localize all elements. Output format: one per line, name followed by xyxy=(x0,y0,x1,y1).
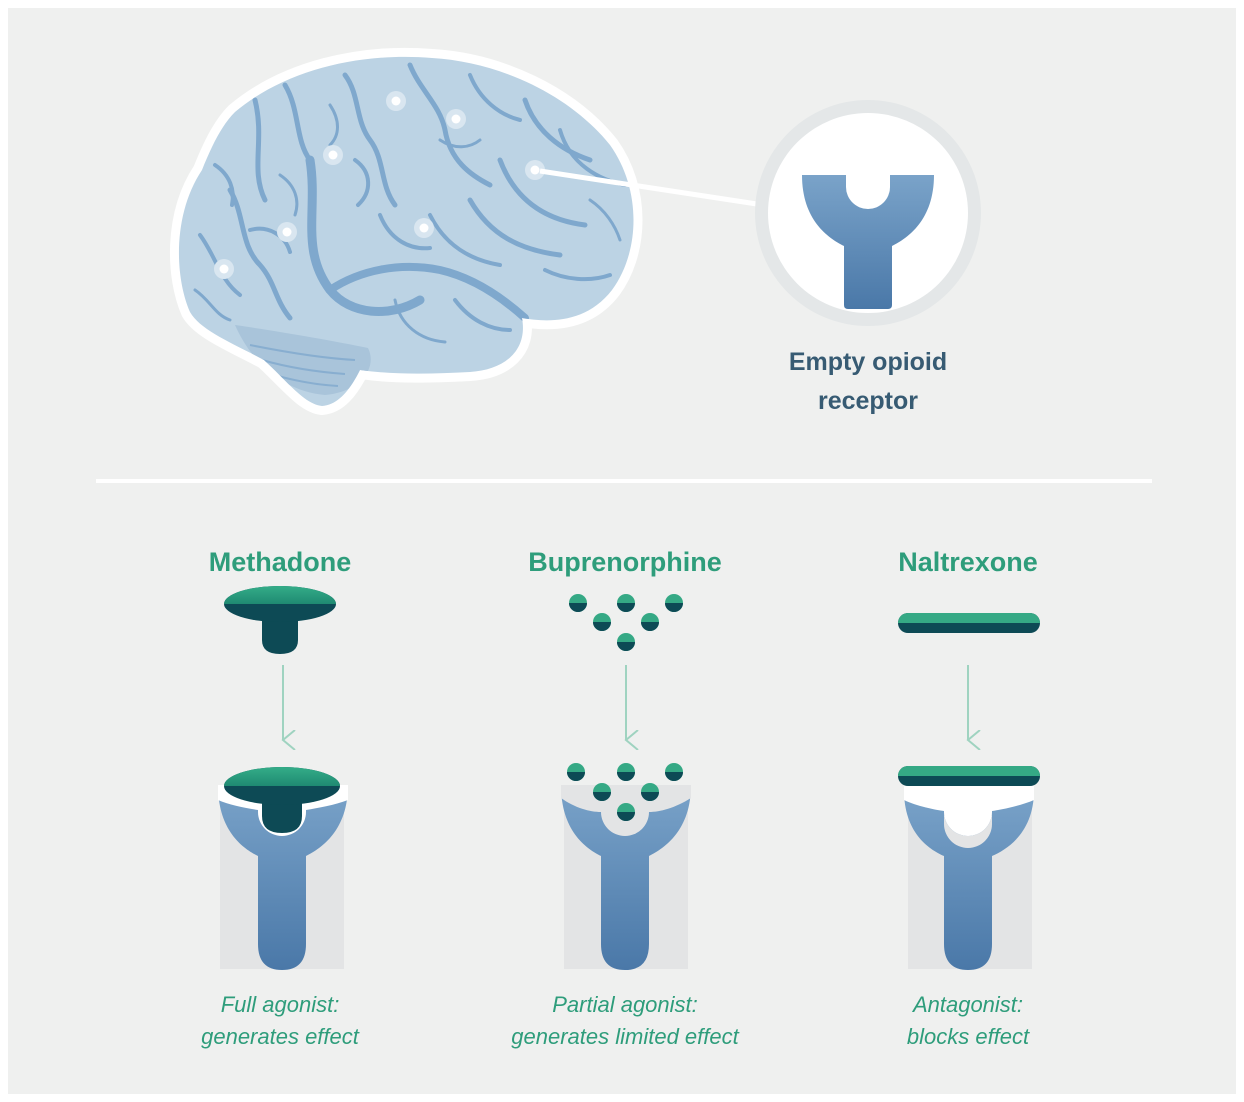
empty-receptor-icon xyxy=(802,175,934,309)
zoom-connector-line xyxy=(539,168,771,209)
buprenorphine-bound-receptor xyxy=(561,763,691,970)
receptor-label-line2: receptor xyxy=(817,387,919,415)
methadone-caption: Full agonist: generates effect xyxy=(148,989,412,1053)
buprenorphine-molecule-icon xyxy=(569,594,683,651)
zoom-circle xyxy=(755,100,981,326)
naltrexone-heading: Naltrexone xyxy=(898,547,1038,577)
naltrexone-blocked-receptor xyxy=(898,766,1040,970)
methadone-caption-line2: generates effect xyxy=(201,1024,359,1049)
naltrexone-caption: Antagonist: blocks effect xyxy=(848,989,1088,1053)
naltrexone-caption-line2: blocks effect xyxy=(906,1024,1030,1049)
buprenorphine-caption: Partial agonist: generates limited effec… xyxy=(470,989,780,1053)
methadone-molecule-icon xyxy=(224,586,336,654)
methadone-bound-receptor xyxy=(218,767,348,970)
naltrexone-caption-line1: Antagonist: xyxy=(912,992,1024,1017)
methadone-caption-line1: Full agonist: xyxy=(220,992,340,1017)
buprenorphine-heading: Buprenorphine xyxy=(528,547,722,577)
receptor-site-dots xyxy=(214,91,545,279)
brain-illustration xyxy=(169,47,643,415)
buprenorphine-caption-line1: Partial agonist: xyxy=(552,992,698,1017)
naltrexone-molecule-icon xyxy=(898,613,1040,633)
methadone-heading: Methadone xyxy=(208,547,352,577)
buprenorphine-caption-line2: generates limited effect xyxy=(511,1024,739,1049)
receptor-label-line1: Empty opioid xyxy=(788,348,948,376)
receptor-label: Empty opioid receptor xyxy=(758,343,978,421)
section-divider xyxy=(96,479,1152,483)
